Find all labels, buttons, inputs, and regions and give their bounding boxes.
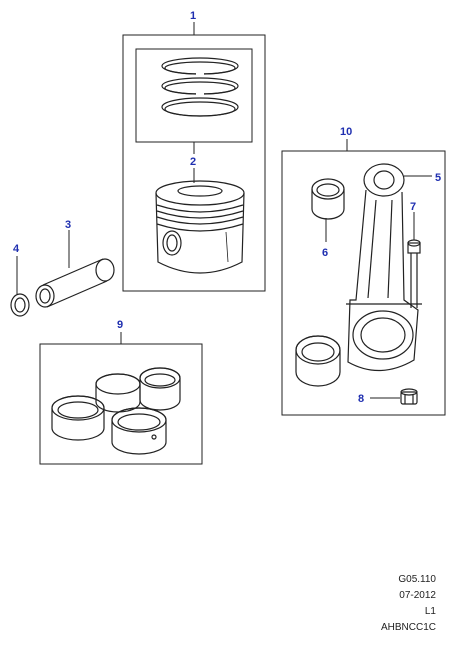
callout-5: 5 — [435, 172, 441, 184]
callout-3: 3 — [65, 219, 71, 231]
connecting-rod-assembly-frame — [281, 150, 446, 416]
callout-2: 2 — [190, 156, 196, 168]
callout-4: 4 — [13, 243, 20, 255]
callout-8: 8 — [358, 393, 364, 405]
bearing-shells — [51, 367, 181, 455]
callout-10: 10 — [340, 126, 352, 138]
connecting-rod-bolt — [407, 239, 421, 308]
piston — [155, 180, 245, 274]
callout-6: 6 — [322, 247, 328, 259]
connecting-rod — [346, 163, 422, 372]
callout-7: 7 — [410, 201, 416, 213]
small-end-bush — [311, 178, 345, 220]
circlip — [10, 293, 30, 317]
figure-code: G05.110 — [398, 574, 436, 585]
connecting-rod-nut — [400, 388, 418, 405]
piston-rings — [161, 57, 239, 117]
catalog-code: AHBNCC1C — [380, 622, 436, 633]
reference-block: G05.110 07-2012 L1 AHBNCC1C — [381, 572, 436, 636]
callout-9: 9 — [117, 319, 123, 331]
level-code: L1 — [424, 606, 436, 617]
callout-1: 1 — [190, 10, 196, 22]
gudgeon-pin — [35, 258, 115, 308]
big-end-bearing-shell — [295, 335, 341, 387]
revision-date: 07-2012 — [399, 590, 436, 601]
